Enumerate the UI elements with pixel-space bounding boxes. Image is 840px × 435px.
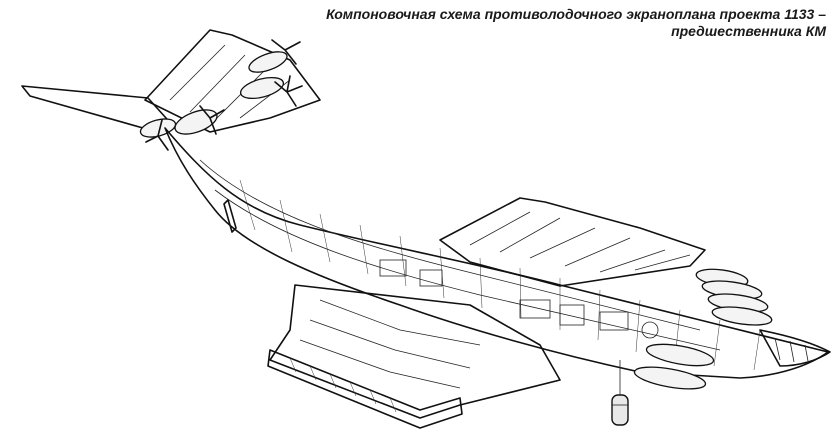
tail-float (223, 199, 237, 233)
main-wing-near (267, 284, 561, 429)
tail-plane-upper (144, 29, 321, 133)
nose-cockpit (759, 329, 831, 367)
caption-line-1: Компоновочная схема противолодочного экр… (326, 6, 826, 22)
figure-caption: Компоновочная схема противолодочного экр… (306, 6, 826, 40)
dipping-sonar (611, 360, 629, 426)
internal-equipment (379, 259, 659, 339)
missile-pods (633, 268, 773, 390)
caption-line-2: предшественника КМ (671, 23, 826, 39)
main-wing-far (439, 197, 706, 287)
fuselage (164, 127, 829, 379)
propeller-icon (145, 39, 303, 151)
